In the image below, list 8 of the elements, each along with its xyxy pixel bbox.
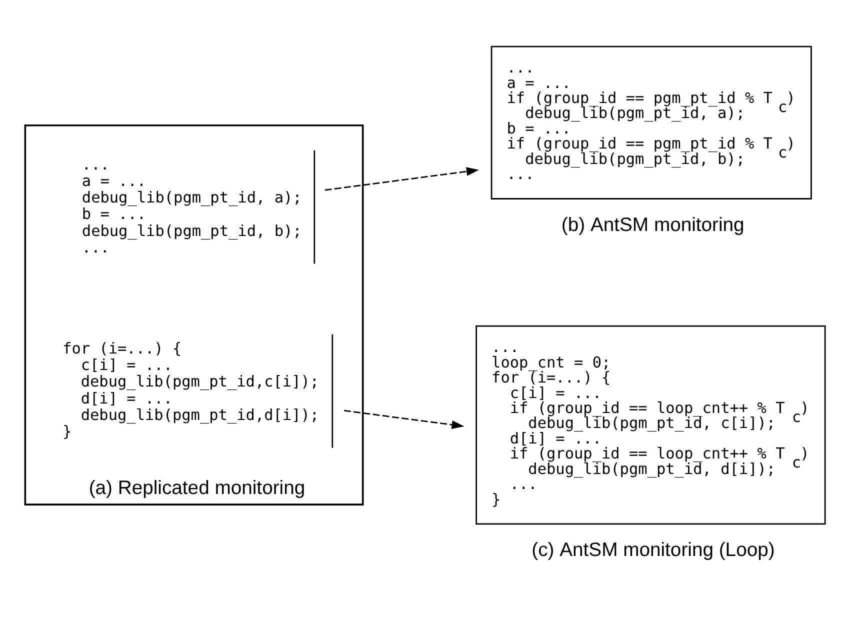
arrow bbox=[324, 167, 479, 191]
node-label: (b) AntSM monitoring bbox=[561, 214, 744, 236]
arrow bbox=[344, 410, 464, 430]
node-label: (a) Replicated monitoring bbox=[88, 476, 306, 499]
node-text: for (i=...) { c[i] = ... debug_lib(pgm_pt_id,c[i]); d[i] = ... debug_lib(pgm_pt_id,d[i]); } bbox=[62, 339, 320, 440]
node-text: ... a = ... debug_lib(pgm_pt_id, a); b = ... debug_lib(pgm_pt_id, b); ... bbox=[82, 155, 302, 256]
node-label: (c) AntSM monitoring (Loop) bbox=[532, 539, 775, 562]
cluster bbox=[24, 124, 364, 506]
